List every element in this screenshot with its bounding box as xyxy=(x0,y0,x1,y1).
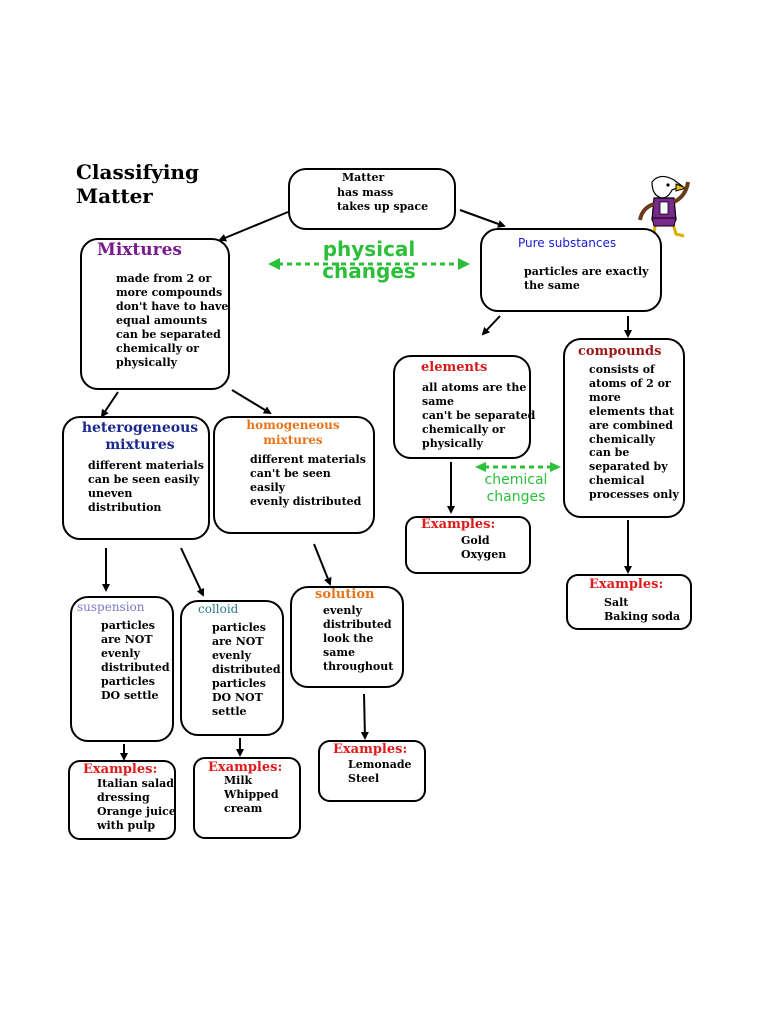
compounds-examples-box xyxy=(566,574,692,630)
physical-changes-label: physical changes xyxy=(322,237,416,283)
elements-box xyxy=(393,355,531,459)
solution-examples-label: Examples: xyxy=(333,742,408,757)
chemical-changes-arrow xyxy=(475,462,561,472)
arrow-pure-to-elements xyxy=(481,315,501,336)
pure-substances-description: particles are exactly the same xyxy=(524,265,649,292)
heterogeneous-description: different materials can be seen easily u… xyxy=(88,459,204,514)
heterogeneous-box xyxy=(62,416,210,540)
elements-heading: elements xyxy=(421,360,488,375)
homogeneous-heading: homogeneous mixtures xyxy=(246,418,340,447)
matter-description: has mass takes up space xyxy=(337,186,429,213)
pure-substances-heading: Pure substances xyxy=(518,236,617,250)
suspension-description: particles are NOT evenly distributed par… xyxy=(101,619,170,702)
elements-description: all atoms are the same can't be separate… xyxy=(422,381,536,450)
arrow-matter-to-pure xyxy=(459,209,506,228)
arrow-homogeneous-to-solution xyxy=(313,543,332,586)
compounds-description: consists of atoms of 2 or more elements … xyxy=(589,363,679,502)
colloid-examples-box xyxy=(193,757,301,839)
suspension-examples-box xyxy=(68,760,176,840)
compounds-examples-list: Salt Baking soda xyxy=(604,596,681,623)
compounds-heading: compounds xyxy=(578,344,662,359)
compounds-examples-label: Examples: xyxy=(589,577,664,592)
colloid-description: particles are NOT evenly distributed par… xyxy=(212,621,281,718)
elements-examples-label: Examples: xyxy=(421,517,496,532)
eagle-mascot-icon xyxy=(638,175,690,238)
page-title: Classifying Matter xyxy=(76,160,199,208)
matter-label: Matter xyxy=(342,171,385,184)
suspension-examples-list: Italian salad dressing Orange juice with… xyxy=(97,777,176,832)
elements-examples-list: Gold Oxygen xyxy=(461,534,507,561)
arrow-mixtures-to-heterogeneous xyxy=(100,391,119,418)
arrow-solution-to-examples xyxy=(360,693,369,740)
colloid-examples-label: Examples: xyxy=(208,760,283,775)
solution-examples-list: Lemonade Steel xyxy=(348,758,412,785)
heterogeneous-heading: heterogeneous mixtures xyxy=(81,420,199,453)
arrow-mixtures-to-homogeneous xyxy=(231,389,272,415)
suspension-examples-label: Examples: xyxy=(83,762,158,777)
homogeneous-description: different materials can't be seen easily… xyxy=(250,453,366,508)
suspension-box xyxy=(70,596,174,742)
homogeneous-box xyxy=(213,416,375,534)
pure-substances-box xyxy=(480,228,662,312)
solution-box xyxy=(290,586,404,688)
colloid-heading: colloid xyxy=(198,602,239,616)
suspension-heading: suspension xyxy=(77,600,145,614)
mixtures-description: made from 2 or more compounds don't have… xyxy=(116,272,229,369)
arrow-heterogeneous-to-colloid xyxy=(180,547,205,597)
arrow-matter-to-mixtures xyxy=(218,211,289,242)
elements-examples-box xyxy=(405,516,531,574)
mixtures-box xyxy=(80,238,230,390)
compounds-box xyxy=(563,338,685,518)
solution-heading: solution xyxy=(315,587,375,602)
matter-box xyxy=(288,168,456,230)
solution-description: evenly distributed look the same through… xyxy=(323,604,394,673)
solution-examples-box xyxy=(318,740,426,802)
mixtures-heading: Mixtures xyxy=(97,240,182,260)
colloid-box xyxy=(180,600,284,736)
colloid-examples-list: Milk Whipped cream xyxy=(224,774,279,815)
physical-changes-arrow xyxy=(268,258,470,270)
chemical-changes-label: chemical changes xyxy=(484,472,548,505)
